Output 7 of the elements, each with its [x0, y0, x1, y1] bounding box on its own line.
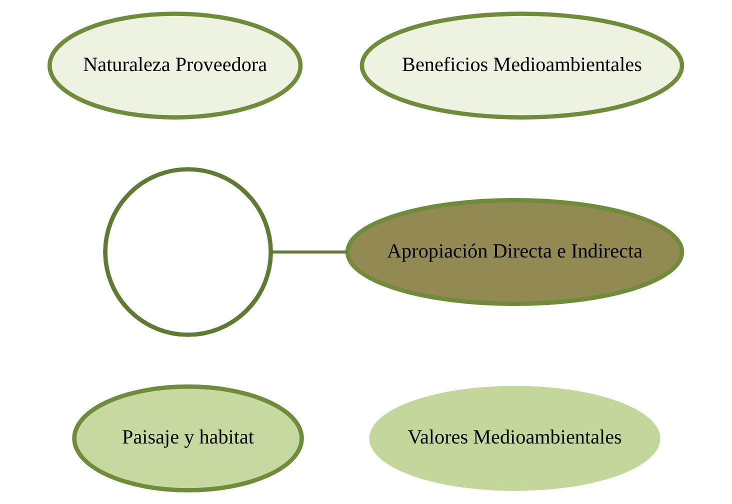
node-ellipse: Naturaleza Proveedora: [48, 12, 303, 120]
node-ellipse: Paisaje y habitat: [72, 384, 304, 492]
node-ellipse: Valores Medioambientales: [369, 386, 660, 491]
node-circle: [103, 167, 273, 337]
node-ellipse: Beneficios Medioambientales: [360, 12, 684, 120]
node-ellipse: Apropiación Directa e Indirecta: [345, 198, 684, 306]
connector: [271, 250, 348, 254]
